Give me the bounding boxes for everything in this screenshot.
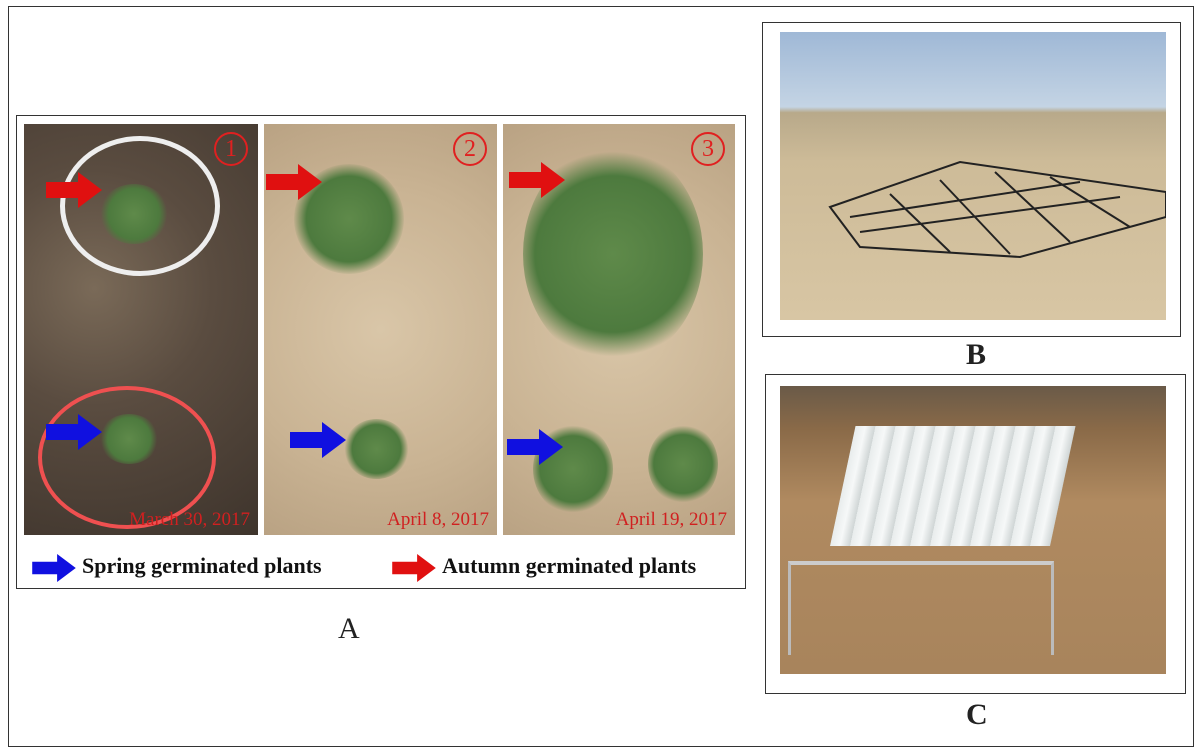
photo-number: 2 — [453, 132, 487, 166]
panel-c-label: C — [966, 698, 988, 731]
blue-arrow-icon — [290, 422, 346, 458]
photo-april-8: 2 April 8, 2017 — [264, 124, 497, 535]
red-arrow-icon — [392, 554, 436, 582]
red-arrow-icon — [46, 172, 102, 208]
photo-march-30: 1 March 30, 2017 — [24, 124, 258, 535]
photo-number: 1 — [214, 132, 248, 166]
seedling — [99, 414, 159, 464]
panel-b-box — [762, 22, 1181, 337]
plot-grid — [828, 160, 1166, 259]
photo-date: April 19, 2017 — [615, 509, 727, 530]
photo-date: April 8, 2017 — [387, 509, 489, 530]
shelter-roof — [830, 426, 1076, 546]
panel-a-box — [16, 115, 746, 589]
red-arrow-icon — [266, 164, 322, 200]
seedling — [648, 424, 718, 504]
photo-date: March 30, 2017 — [129, 509, 250, 530]
legend-autumn: Autumn germinated plants — [442, 553, 697, 578]
blue-arrow-icon — [507, 429, 563, 465]
blue-arrow-icon — [46, 414, 102, 450]
white-ring — [60, 136, 220, 276]
panel-a-label: A — [338, 612, 360, 645]
shelter-frame — [788, 561, 1054, 655]
seedling — [99, 184, 169, 244]
red-ring — [38, 386, 216, 529]
seedling — [344, 419, 409, 479]
red-arrow-icon — [509, 162, 565, 198]
photo-rain-shelter — [780, 386, 1166, 674]
figure-frame — [8, 6, 1194, 747]
legend-spring: Spring germinated plants — [82, 553, 322, 578]
photo-april-19: 3 April 19, 2017 — [503, 124, 735, 535]
panel-b-label: B — [966, 338, 987, 371]
blue-arrow-icon — [32, 554, 76, 582]
photo-field-plots — [780, 32, 1166, 320]
panel-c-box — [765, 374, 1186, 694]
photo-number: 3 — [691, 132, 725, 166]
